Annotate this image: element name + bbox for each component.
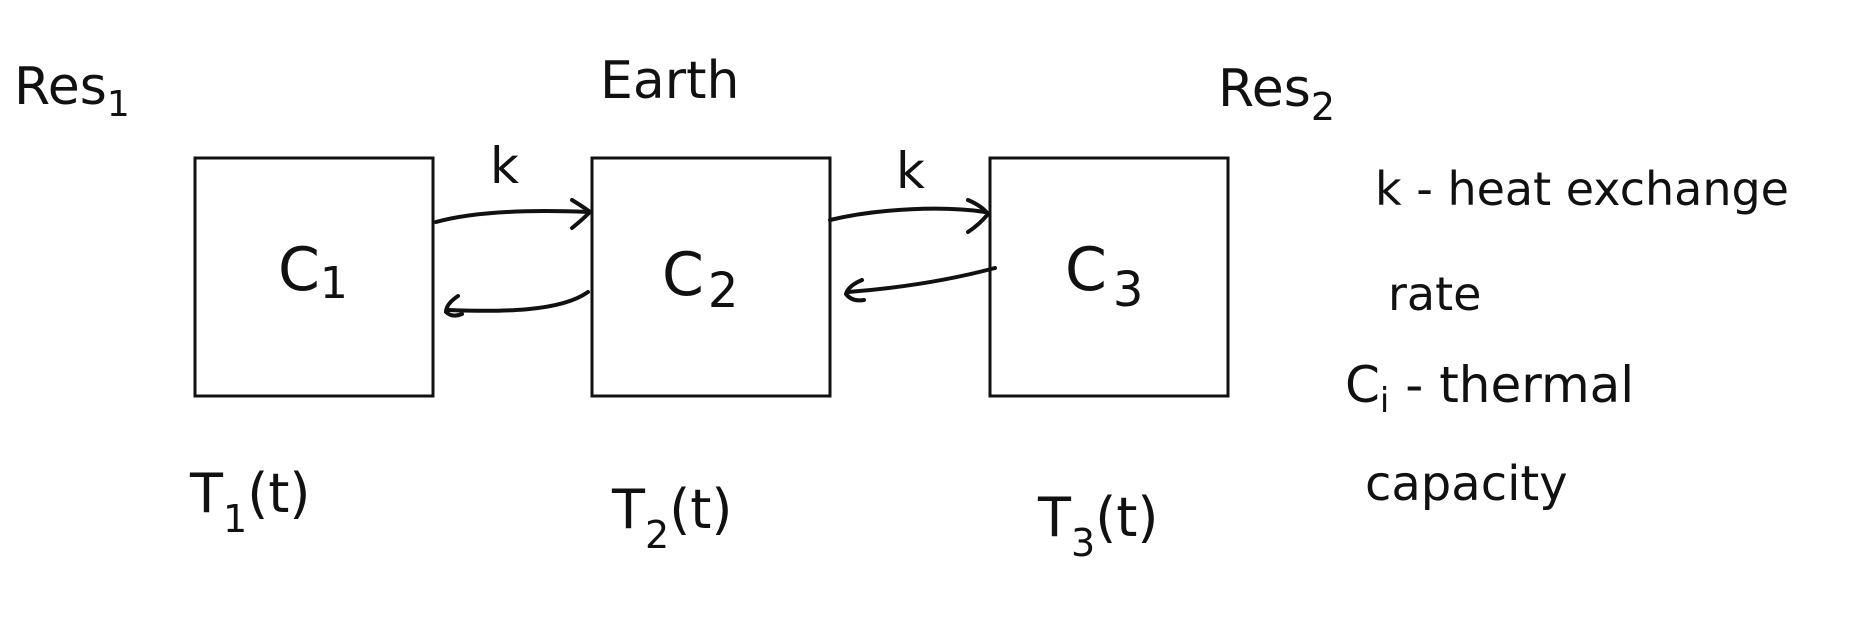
reservoir-2-label: Res2 <box>1218 59 1335 129</box>
arrow-c1-to-c2 <box>434 209 590 224</box>
legend-ci-definition-cont: capacity <box>1365 456 1568 512</box>
temp-t3-label: T3(t) <box>1037 486 1159 565</box>
exchange-label-2: k <box>896 142 925 200</box>
box-c2-label: C2 <box>662 240 738 319</box>
temp-t2-label: T2(t) <box>611 478 733 557</box>
box-c2 <box>590 156 832 398</box>
box-c3 <box>988 156 1230 398</box>
legend-k-definition: k - heat exchange <box>1375 162 1789 216</box>
arrowhead-c2-to-c1 <box>443 294 464 318</box>
arrowhead-c1-to-c2 <box>570 198 593 230</box>
legend-ci-definition: Ci - thermal <box>1345 356 1634 421</box>
box-c1 <box>193 156 435 398</box>
arrowhead-c2-to-c3 <box>966 198 991 234</box>
arrowhead-c3-to-c2 <box>843 278 866 303</box>
exchange-label-1: k <box>490 137 519 195</box>
reservoir-1-label: Res1 <box>14 57 130 125</box>
box-c1-label: C1 <box>278 235 348 309</box>
arrow-c2-to-c3 <box>828 206 987 222</box>
arrow-c2-to-c1 <box>446 290 590 313</box>
temp-t1-label: T1(t) <box>189 462 311 541</box>
arrow-c3-to-c2 <box>846 266 997 294</box>
legend-k-definition-cont: rate <box>1388 267 1481 321</box>
earth-label: Earth <box>600 51 739 111</box>
